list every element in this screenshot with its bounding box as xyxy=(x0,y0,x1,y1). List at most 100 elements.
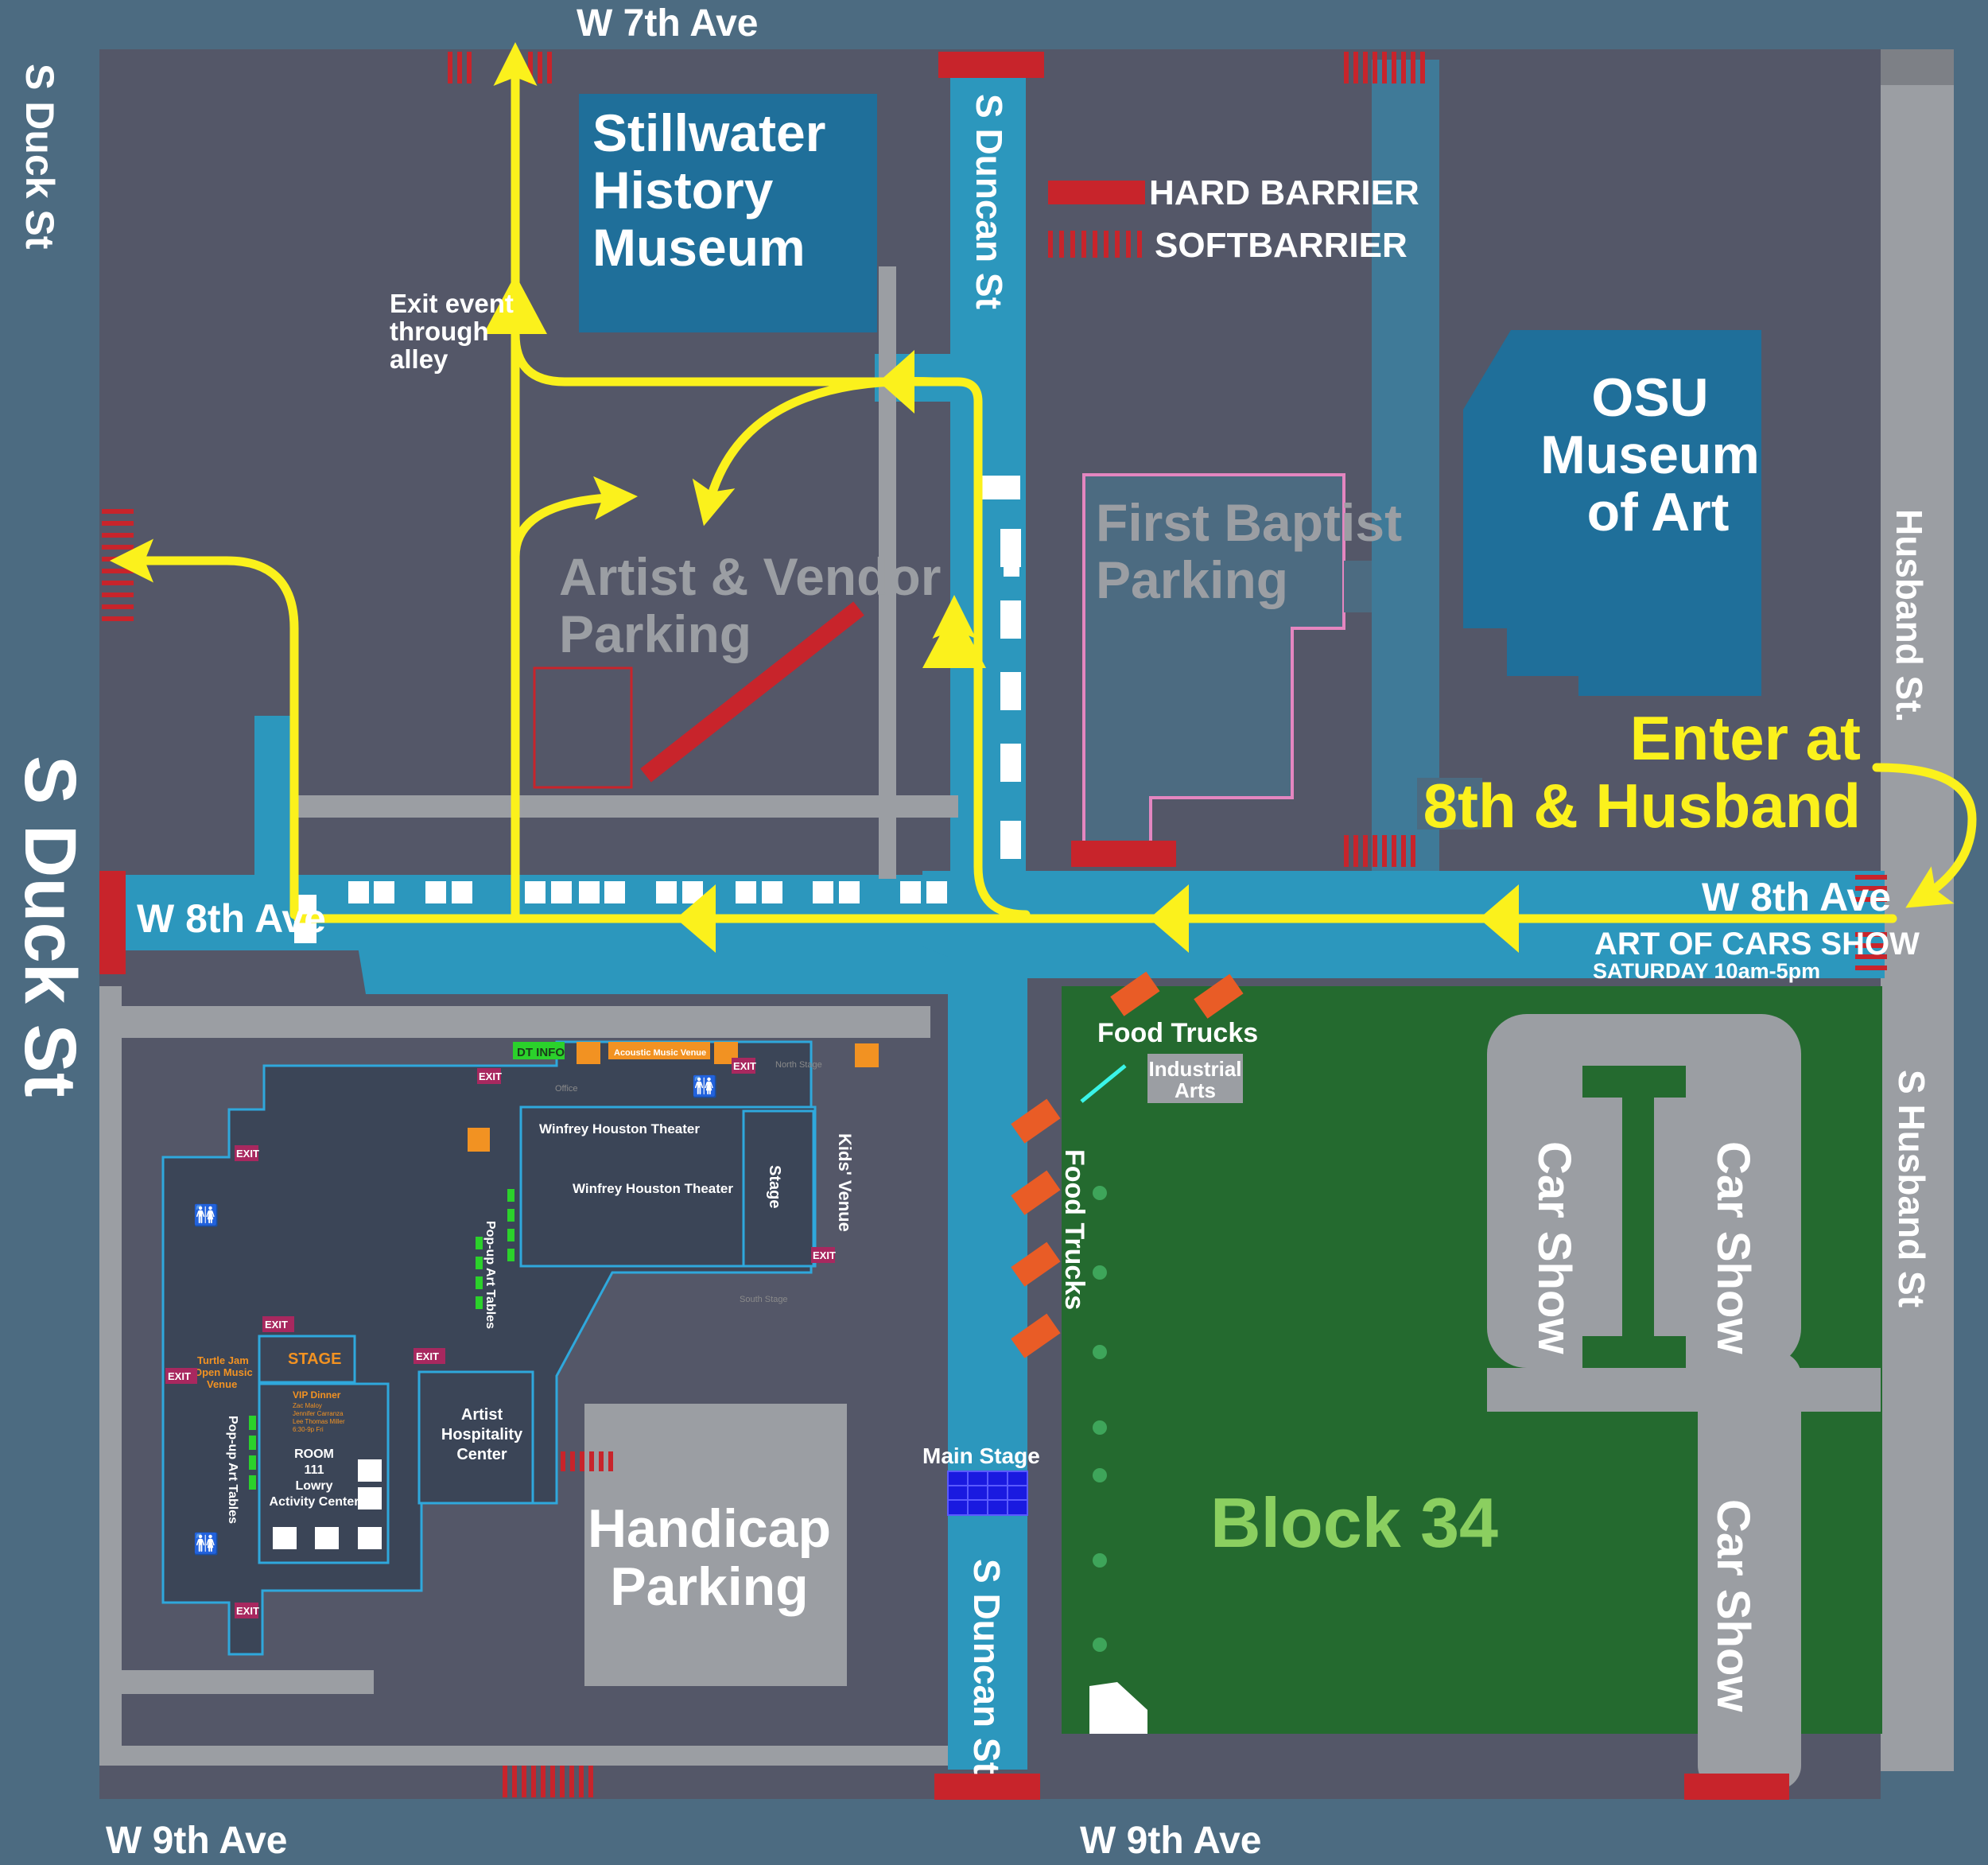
street-husband-top: Husband St. xyxy=(1889,509,1930,722)
stage-block xyxy=(742,1109,815,1268)
room-label-4: Activity Center xyxy=(270,1495,359,1509)
exit-note-2: through xyxy=(390,317,489,346)
handicap-label-1: Handicap xyxy=(588,1498,831,1559)
north-stage-label: North Stage xyxy=(775,1060,822,1070)
svg-text:🚻: 🚻 xyxy=(193,1203,219,1227)
artist-vendor-label-1: Artist & Vendor xyxy=(559,547,941,606)
svg-text:EXIT: EXIT xyxy=(416,1350,439,1362)
green-dots xyxy=(1093,1186,1107,1652)
hard-barriers xyxy=(99,52,1789,1800)
artist-vendor-label-2: Parking xyxy=(559,604,751,663)
room-label-1: ROOM xyxy=(294,1447,334,1461)
parking-markers-w8th xyxy=(294,881,947,943)
husband-st-road xyxy=(1881,49,1954,1771)
dt-info-badge xyxy=(513,1042,565,1059)
svg-text:EXIT: EXIT xyxy=(236,1605,259,1617)
street-duck-big: S Duck St xyxy=(10,756,91,1097)
street-duck-top: S Duck St xyxy=(17,64,62,250)
popup-art-label-2: Pop-up Art Tables xyxy=(226,1416,239,1524)
stage-label: Stage xyxy=(766,1165,783,1208)
turtle-label-1: Turtle Jam xyxy=(197,1354,249,1366)
main-stage-gridlines xyxy=(948,1471,1027,1515)
dt-info-label: DT INFO xyxy=(517,1046,565,1059)
orange-box-4 xyxy=(468,1128,490,1152)
legend-hard-label: HARD BARRIER xyxy=(1149,173,1419,212)
industrial-label-2: Arts xyxy=(1175,1078,1216,1102)
carshow-green-divider xyxy=(1582,1066,1686,1368)
stillwater-museum xyxy=(579,94,877,332)
food-trucks-top-label: Food Trucks xyxy=(1097,1018,1258,1048)
osu-museum xyxy=(1463,330,1761,696)
baptist-block xyxy=(1344,561,1372,612)
car-show-label-3: Car Show xyxy=(1707,1499,1759,1712)
stillwater-label-3: Museum xyxy=(592,218,806,277)
street-w9th-left: W 9th Ave xyxy=(106,1820,287,1862)
kids-venue-label: Kids' Venue xyxy=(835,1133,855,1232)
hospitality-block xyxy=(417,1370,534,1505)
popup-tables-2 xyxy=(249,1416,256,1490)
street-w9th-mid: W 9th Ave xyxy=(1080,1820,1261,1862)
sidewalk-west xyxy=(119,1670,374,1694)
carshow-lot-right xyxy=(1698,1352,1801,1789)
osu-label-3: of Art xyxy=(1587,482,1730,542)
restroom-icons: 🚻 🚻 🚻 xyxy=(193,1074,717,1556)
acoustic-badge xyxy=(608,1042,710,1059)
street-w8th-right: W 8th Ave xyxy=(1702,875,1891,919)
hospitality-label-1: Artist xyxy=(461,1406,503,1424)
vendor-outline xyxy=(533,666,633,789)
husband-st-top xyxy=(1881,49,1954,85)
car-show-label-1: Car Show xyxy=(1528,1141,1580,1354)
street-duncan-top: S Duncan St xyxy=(969,94,1010,309)
street-husband-right: S Husband St xyxy=(1891,1070,1932,1307)
svg-text:EXIT: EXIT xyxy=(813,1249,836,1261)
vip-label-5: 6:30-9p Fri xyxy=(293,1426,324,1433)
sidewalk-bottom xyxy=(99,1746,954,1766)
block34-label: Block 34 xyxy=(1210,1483,1498,1562)
theater-label-1: Winfrey Houston Theater xyxy=(539,1121,700,1136)
alley-gray-v xyxy=(879,266,896,879)
car-show-banner-subtitle: SATURDAY 10am-5pm xyxy=(1593,959,1820,983)
south-stage-label: South Stage xyxy=(740,1295,788,1304)
svg-text:EXIT: EXIT xyxy=(265,1319,288,1331)
food-trucks-side-label: Food Trucks xyxy=(1059,1149,1089,1310)
w8th-road-curve xyxy=(358,946,962,994)
hospitality-label-2: Hospitality xyxy=(441,1426,523,1443)
room111-tables xyxy=(273,1459,382,1549)
parking-markers-duncan xyxy=(980,476,1021,859)
office-label: Office xyxy=(555,1084,578,1094)
room-label-3: Lowry xyxy=(295,1479,332,1493)
enter-label-1: Enter at xyxy=(1630,703,1861,773)
turtle-label-3: Venue xyxy=(207,1378,237,1390)
legend-hard-swatch xyxy=(1048,181,1145,204)
sidewalk-left xyxy=(99,986,122,1766)
small-shed xyxy=(1417,778,1482,830)
osu-label-2: Museum xyxy=(1540,425,1760,485)
vip-label-2: Zac Maloy xyxy=(293,1402,322,1409)
baptist-label-1: First Baptist xyxy=(1096,493,1402,552)
carshow-lot-bar xyxy=(1487,1368,1881,1412)
popup-tables-1 xyxy=(476,1189,514,1309)
vip-label-1: VIP Dinner xyxy=(293,1389,341,1401)
vip-label-4: Lee Thomas Miller xyxy=(293,1418,345,1425)
svg-text:EXIT: EXIT xyxy=(733,1060,756,1072)
w8th-road-right xyxy=(922,871,1885,978)
theater-label-2: Winfrey Houston Theater xyxy=(573,1181,733,1196)
svg-text:EXIT: EXIT xyxy=(236,1148,259,1160)
svg-text:EXIT: EXIT xyxy=(168,1370,191,1382)
svg-text:🚻: 🚻 xyxy=(692,1074,717,1098)
main-stage-label: Main Stage xyxy=(922,1443,1040,1468)
room-label-2: 111 xyxy=(305,1463,324,1477)
stillwater-label-1: Stillwater xyxy=(592,103,825,162)
street-duncan-bottom: S Duncan St xyxy=(966,1559,1008,1774)
industrial-arts-box xyxy=(1147,1054,1243,1103)
car-show-banner-title: ART OF CARS SHOW xyxy=(1594,927,1920,962)
osu-museum-west xyxy=(1463,410,1511,628)
route-arrows xyxy=(483,274,1519,953)
exit-note-1: Exit event xyxy=(390,289,514,318)
alley-right xyxy=(1372,60,1439,871)
street-w7th: W 7th Ave xyxy=(577,2,758,45)
enter-label-2: 8th & Husband xyxy=(1423,771,1861,841)
osu-label-1: OSU xyxy=(1591,367,1708,428)
legend-soft-swatch xyxy=(1048,231,1142,258)
baptist-label-2: Parking xyxy=(1096,550,1288,609)
